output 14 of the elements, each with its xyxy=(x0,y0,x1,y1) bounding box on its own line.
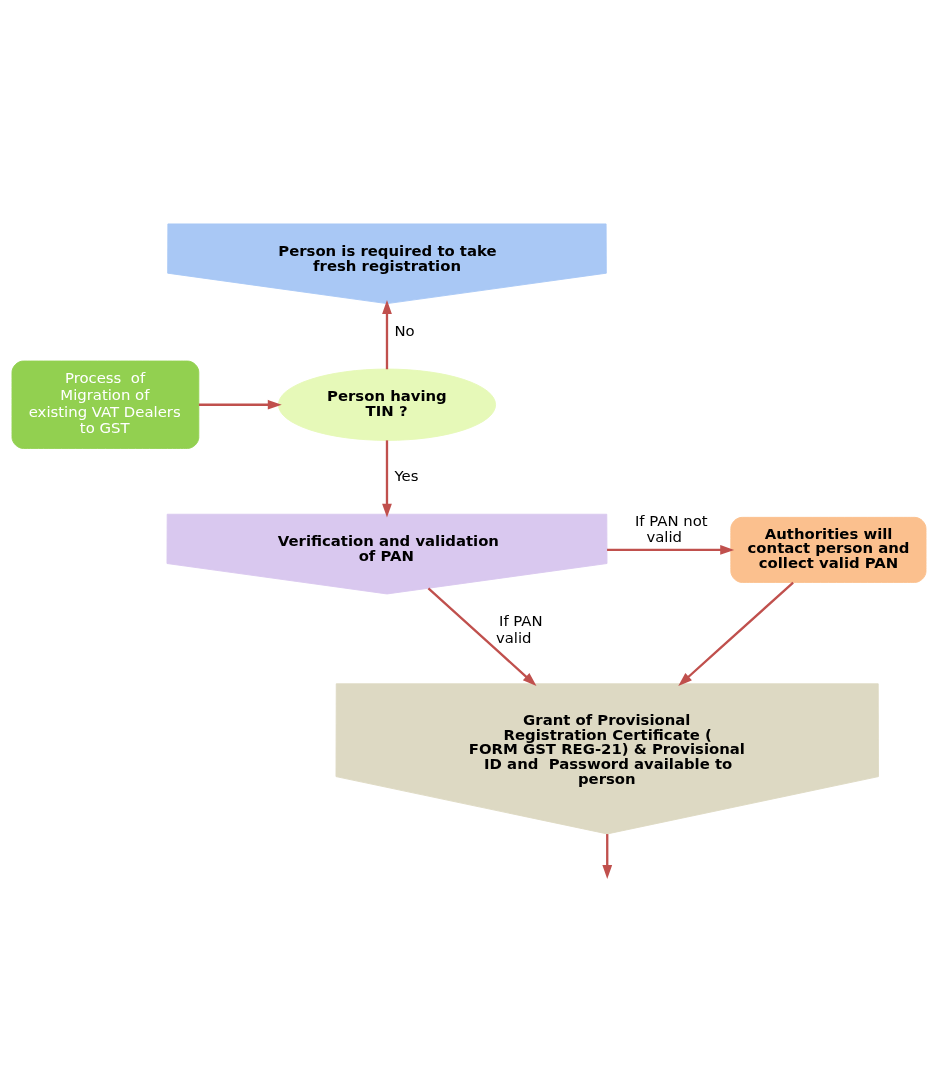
edge-label: If PAN not valid xyxy=(634,511,708,547)
arrow xyxy=(607,545,735,555)
arrow xyxy=(382,440,392,518)
edge-label: If PAN valid xyxy=(495,612,543,647)
node-box: Process of Migration of existing VAT Dealers to GST xyxy=(11,360,200,449)
arrow xyxy=(427,587,537,687)
arrow xyxy=(678,581,794,687)
edge-label: No xyxy=(394,321,415,340)
edge-label: Yes xyxy=(394,466,419,485)
node-box: Authorities will contact person and collect valid PAN xyxy=(730,516,927,583)
arrow xyxy=(602,834,613,880)
node-ellipse: Person having TIN ? xyxy=(277,368,497,441)
arrow xyxy=(382,300,392,370)
arrow xyxy=(198,399,282,410)
